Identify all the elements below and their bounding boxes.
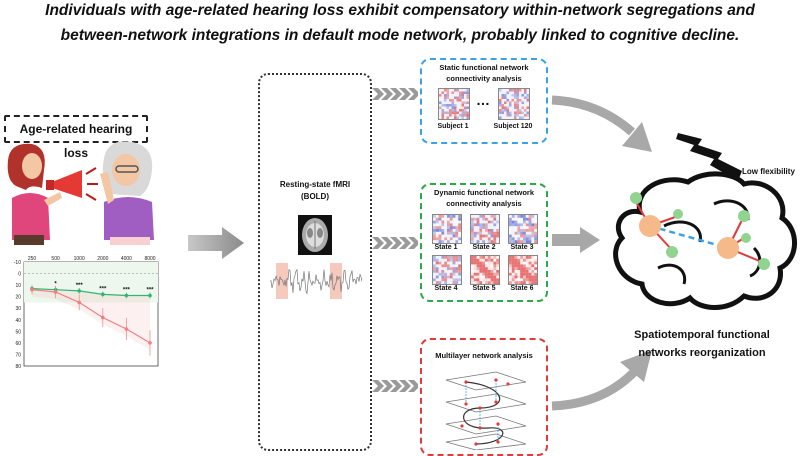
y-tick-label: 50 [15, 329, 21, 335]
static-fnc-title: Static functional network connectivity a… [439, 63, 529, 83]
dynamic-matrix-state-2 [470, 214, 500, 244]
state-label-6: State 6 [510, 285, 534, 292]
network-node [666, 246, 678, 258]
chevrons-to-static [372, 88, 418, 100]
y-tick-label: 10 [15, 283, 21, 289]
data-point [148, 293, 152, 298]
multilayer-title: Multilayer network analysis [435, 351, 533, 360]
series-line [31, 289, 151, 344]
arrow-multilayer-to-brain [551, 350, 652, 411]
state-label-5: State 5 [472, 285, 496, 292]
y-tick-label: 80 [15, 364, 21, 370]
static-matrix-subject-120 [498, 88, 530, 120]
hub-node [717, 237, 739, 259]
dynamic-matrix-state-6 [508, 255, 538, 285]
data-point [124, 293, 129, 298]
y-tick-label: 0 [18, 272, 21, 278]
hub-node [639, 215, 661, 237]
dynamic-matrix-state-4 [432, 255, 462, 285]
dynamic-matrix-state-1 [432, 214, 462, 244]
subject-label-2: Subject 120 [493, 123, 533, 130]
data-point [30, 287, 34, 292]
data-point [148, 341, 152, 345]
x-tick-label: 8000 [144, 256, 155, 262]
data-point [77, 300, 81, 305]
subject-label-1: Subject 1 [437, 123, 469, 130]
state-label-4: State 4 [434, 285, 458, 292]
dynamic-matrix-state-3 [508, 214, 538, 244]
audiogram-chart: -10 0 10 20 30 40 50 60 70 80 250 500 1000 2000 4000 80… [14, 256, 159, 370]
megaphone-icon [46, 167, 98, 201]
chevrons-to-multilayer [372, 380, 418, 392]
state-label-3: State 3 [510, 244, 534, 251]
brain-mri-image [298, 215, 332, 255]
dynamic-fnc-box: Dynamic functional network connectivity … [420, 183, 548, 302]
arrow-dynamic-to-brain [552, 227, 600, 253]
data-point [77, 289, 81, 293]
multilayer-box: Multilayer network analysis [420, 338, 548, 456]
y-tick-label: -10 [14, 260, 21, 266]
ellipsis: … [476, 92, 490, 108]
dynamic-matrix-state-5 [470, 255, 500, 285]
network-node [673, 209, 683, 219]
data-point [101, 315, 105, 320]
network-node [630, 192, 642, 204]
x-tick-label: 1000 [74, 256, 85, 262]
megaphone-illustration [7, 141, 154, 245]
fmri-title: Resting-state fMRI (BOLD) [279, 180, 351, 201]
network-node [741, 233, 751, 243]
y-tick-label: 40 [15, 318, 21, 324]
series-line [31, 288, 150, 297]
significance-marker: *** [99, 286, 107, 292]
figure-title-line-2: between-network integrations in default … [60, 27, 740, 44]
significance-marker: *** [146, 288, 154, 294]
network-node [738, 210, 750, 222]
low-flexibility-label: Low flexibility [742, 167, 795, 176]
y-tick-label: 20 [15, 295, 21, 301]
data-point [124, 327, 129, 331]
arrow-static-to-brain [551, 95, 652, 152]
data-point [53, 290, 58, 294]
chevrons-to-dynamic [372, 237, 418, 249]
y-tick-label: 30 [15, 306, 21, 312]
y-tick-label: 70 [15, 352, 21, 358]
figure-title-line-1: Individuals with age-related hearing los… [45, 2, 755, 19]
hearing-loss-label-box: Age-related hearing loss [4, 115, 148, 160]
elderly-woman-figure [100, 141, 154, 245]
dynamic-fnc-title: Dynamic functional network connectivity … [433, 188, 535, 208]
static-matrix-subject-1 [438, 88, 470, 120]
significance-marker: *** [76, 283, 84, 289]
reorganization-caption: Spatiotemporal functional networks reorg… [634, 329, 770, 359]
state-label-2: State 2 [472, 244, 496, 251]
data-point [101, 292, 105, 297]
low-flexibility-bolt-icon [676, 133, 742, 181]
hearing-loss-label: Age-related hearing loss [19, 122, 133, 160]
y-tick-label: 60 [15, 341, 21, 347]
significance-marker: * [54, 282, 57, 288]
static-fnc-box: Static functional network connectivity a… [420, 58, 548, 144]
significance-marker: *** [123, 288, 131, 294]
fmri-box: Resting-state fMRI (BOLD) [258, 73, 372, 451]
network-node [758, 258, 770, 270]
shouting-woman-figure [7, 143, 62, 245]
x-tick-label: 2000 [97, 256, 108, 262]
x-tick-label: 250 [28, 256, 37, 262]
x-tick-label: 500 [51, 256, 60, 262]
bold-signal-trace [270, 263, 362, 299]
state-label-1: State 1 [434, 244, 458, 251]
arrow-to-fmri [188, 227, 244, 259]
x-tick-label: 4000 [121, 256, 132, 262]
brain-network-image [613, 171, 797, 310]
multilayer-network-image [445, 371, 527, 450]
